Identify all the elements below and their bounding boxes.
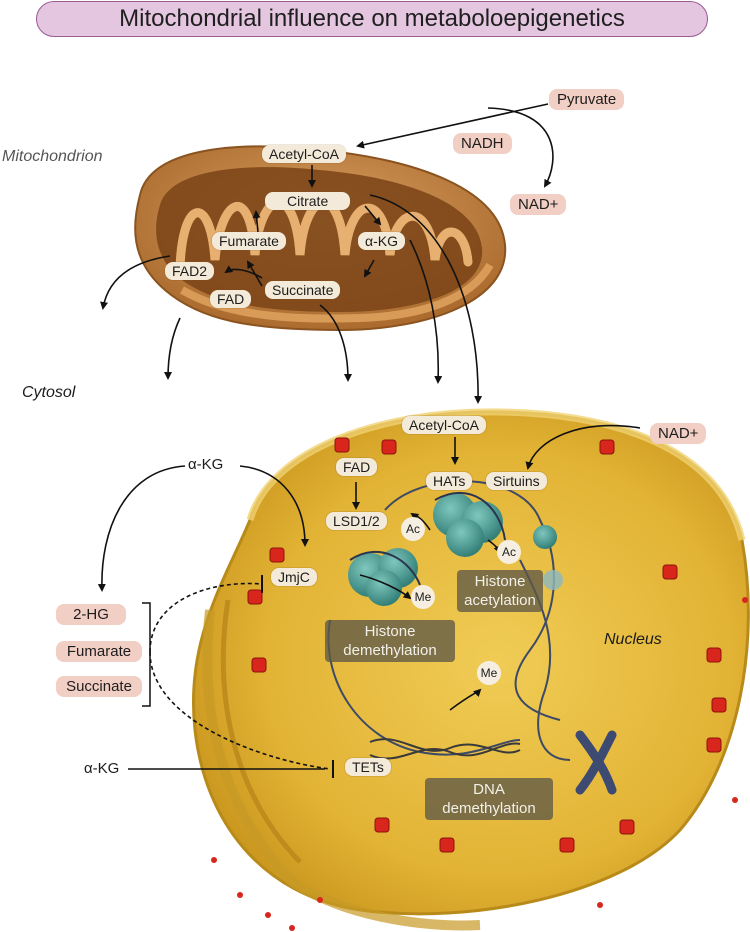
label-citrate: Citrate (265, 192, 351, 210)
label-fumarate: Fumarate (212, 232, 286, 250)
nucleosome-cluster-center (433, 491, 506, 557)
marker-me-2: Me (477, 661, 501, 685)
marker-ac-2: Ac (497, 540, 521, 564)
label-fad-nucleus: FAD (336, 458, 378, 476)
inhibitor-fumarate: Fumarate (56, 641, 142, 662)
region-label-mitochondrion: Mitochondrion (2, 148, 103, 165)
process-histone-demethylation: Histone demethylation (325, 620, 455, 662)
mitochondrion-cristae (175, 198, 473, 280)
page-title: Mitochondrial influence on metaboloepige… (36, 1, 708, 37)
label-alpha-kg-left-top: α-KG (188, 456, 224, 473)
label-pyruvate: Pyruvate (549, 89, 625, 110)
nuclear-pores (247, 437, 727, 853)
label-acetyl-coa-mito: Acetyl-CoA (262, 145, 347, 163)
region-label-cytosol: Cytosol (22, 384, 76, 401)
ribosome-dots (211, 597, 748, 931)
inhibitor-2hg: 2-HG (56, 604, 126, 625)
label-nadh: NADH (453, 133, 512, 154)
label-jmjc: JmjC (271, 568, 317, 586)
nucleus-organelle (191, 408, 750, 931)
region-label-nucleus: Nucleus (604, 631, 662, 648)
marker-ac-1: Ac (401, 517, 425, 541)
label-alpha-kg-mito: α-KG (358, 232, 405, 250)
arrows (97, 103, 641, 770)
label-nad-top: NAD+ (510, 194, 567, 215)
label-alpha-kg-left-bottom: α-KG (84, 760, 120, 777)
label-fad2: FAD2 (165, 262, 215, 280)
nucleosome-small (533, 525, 563, 590)
label-fad-mito: FAD (210, 290, 252, 308)
label-succinate: Succinate (265, 281, 341, 299)
inhibitor-succinate: Succinate (56, 676, 142, 697)
dashed-inhibition-lines (149, 582, 331, 770)
chromosome (575, 730, 617, 795)
dna-double-helix (369, 738, 521, 760)
marker-me-1: Me (411, 585, 435, 609)
bracket (142, 602, 151, 707)
mitochondrion-organelle (134, 145, 507, 332)
process-dna-demethylation: DNA demethylation (425, 778, 553, 820)
process-histone-acetylation: Histone acetylation (457, 570, 543, 612)
label-tets: TETs (345, 758, 391, 776)
label-sirtuins: Sirtuins (486, 472, 547, 490)
label-hats: HATs (426, 472, 473, 490)
label-lsd: LSD1/2 (326, 512, 387, 530)
label-acetyl-coa-nucleus: Acetyl-CoA (402, 416, 487, 434)
label-nad-nucleus: NAD+ (650, 423, 707, 444)
nucleosome-cluster-left (348, 548, 421, 606)
